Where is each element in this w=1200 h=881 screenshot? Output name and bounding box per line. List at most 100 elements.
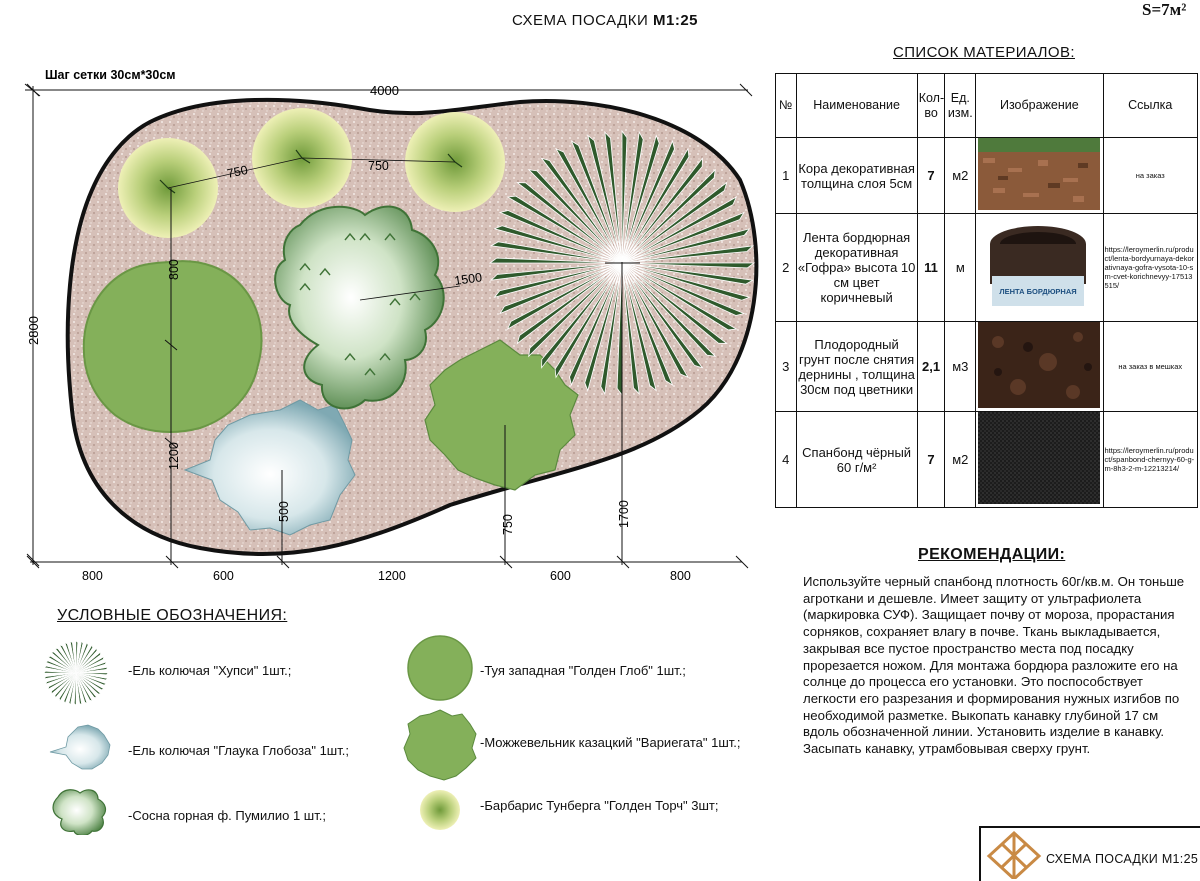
- spruce-needle: [47, 656, 77, 674]
- dim-left-label: 2800: [26, 316, 41, 345]
- row-name: Кора декоративная толщина слоя 5см: [795, 137, 918, 214]
- spruce-needle: [621, 262, 717, 357]
- row-name: Спанбонд чёрный 60 г/м²: [795, 411, 918, 508]
- spruce-needle: [75, 672, 82, 706]
- title-scale: М1:25: [652, 12, 699, 29]
- spruce-needle: [587, 134, 623, 264]
- spruce-needle: [621, 262, 746, 316]
- spruce-needle: [621, 262, 755, 285]
- dim-1700-vertical: 1700: [617, 500, 631, 528]
- row-link[interactable]: на заказ в мешках: [1102, 321, 1199, 412]
- page-title: СХЕМА ПОСАДКИ М1:25: [512, 12, 698, 29]
- spruce-needle: [75, 642, 89, 674]
- spruce-needle: [621, 262, 640, 396]
- border-tape-photo: ЛЕНТА БОРДЮРНАЯ: [975, 213, 1104, 322]
- spruce-needle: [569, 262, 623, 387]
- spruce-needle: [516, 262, 623, 345]
- area-label: S=7м²: [1142, 0, 1187, 19]
- spruce-hoopsii-plant: [488, 129, 756, 397]
- materials-table: № Наименование Кол-во Ед. изм. Изображен…: [775, 73, 1199, 508]
- spruce-needle: [75, 640, 84, 674]
- legend-barberry-icon: [420, 790, 460, 830]
- spruce-needle: [70, 640, 77, 674]
- bark-photo: [975, 137, 1104, 214]
- grid-step-label: Шаг сетки 30см*30см: [45, 68, 176, 82]
- spruce-needle: [45, 660, 77, 674]
- recommendations-text: Используйте черный спанбонд плотность 60…: [803, 574, 1185, 757]
- spruce-needle: [604, 130, 623, 264]
- spruce-needle: [527, 169, 623, 264]
- spruce-needle: [75, 672, 109, 675]
- dim-top-label: 4000: [370, 83, 399, 98]
- col-header-unit: Ед. изм.: [944, 73, 977, 138]
- col-header-number: №: [775, 73, 797, 138]
- lattice-diamond-logo: [986, 830, 1042, 879]
- spruce-needle: [506, 195, 623, 264]
- spruce-needle: [600, 262, 623, 396]
- spruce-needle: [621, 196, 738, 264]
- spruce-needle: [55, 672, 77, 699]
- spruce-needle: [498, 210, 623, 264]
- spruce-needle: [75, 672, 107, 686]
- row-unit: м2: [944, 411, 977, 508]
- pine-pumilio-plant: [274, 205, 445, 410]
- spruce-needle: [570, 140, 623, 264]
- row-link[interactable]: https://leroymerlin.ru/product/spanbond-…: [1102, 411, 1199, 508]
- spruce-needle: [621, 147, 690, 264]
- spruce-needle: [621, 262, 738, 331]
- spruce-needle: [59, 672, 77, 702]
- spruce-needle: [621, 130, 644, 264]
- spruce-needle: [584, 262, 623, 392]
- col-header-image: Изображение: [975, 73, 1104, 138]
- dim-bottom-4: 600: [550, 569, 571, 583]
- spruce-needle: [621, 262, 751, 301]
- spruce-needle: [621, 168, 716, 264]
- legend-label-hoopsii: -Ель колючая "Хупси" 1шт.;: [128, 663, 292, 678]
- dim-bottom-1: 800: [82, 569, 103, 583]
- spruce-needle: [499, 262, 623, 315]
- spruce-needle: [75, 656, 105, 674]
- row-qty: 11: [916, 213, 946, 322]
- dim-1500: 1500: [453, 270, 483, 288]
- spruce-needle: [43, 672, 77, 679]
- spruce-needle: [43, 665, 77, 674]
- spruce-needle: [540, 157, 623, 264]
- tape-label-text: ЛЕНТА БОРДЮРНАЯ: [1000, 287, 1077, 296]
- row-number: 4: [775, 411, 797, 508]
- spruce-needle: [68, 672, 77, 706]
- row-number: 2: [775, 213, 797, 322]
- spruce-needle: [621, 228, 751, 264]
- legend-label-thuja: -Туя западная "Голден Глоб" 1шт.;: [480, 663, 686, 678]
- spruce-needle: [75, 672, 109, 681]
- spruce-needle: [75, 644, 93, 674]
- spruce-needle: [489, 262, 623, 281]
- row-number: 1: [775, 137, 797, 214]
- row-link[interactable]: https://leroymerlin.ru/product/lenta-bor…: [1102, 213, 1199, 322]
- planting-plan: Шаг сетки 30см*30см 4000 2800 750 750: [24, 68, 759, 583]
- spruce-needle: [75, 651, 101, 674]
- col-header-link: Ссылка: [1102, 73, 1199, 138]
- legend-thuja-icon: [407, 635, 473, 701]
- legend-label-glauca: -Ель колючая "Глаука Глобоза" 1шт.;: [128, 743, 349, 758]
- title-block: [979, 826, 1200, 881]
- spruce-needle: [506, 262, 623, 330]
- legend-juniper-icon: [403, 709, 477, 781]
- spruce-needle: [621, 262, 756, 269]
- spruce-needle: [51, 672, 77, 695]
- row-name: Плодородный грунт после снятия дернины ,…: [795, 321, 918, 412]
- legend-glauca-icon: [49, 724, 111, 770]
- spruce-needle: [621, 134, 660, 264]
- spruce-needle: [75, 672, 98, 698]
- spruce-needle: [528, 262, 623, 358]
- spruce-needle: [74, 672, 77, 706]
- stamp-text: СХЕМА ПОСАДКИ М1:25: [1046, 852, 1199, 866]
- spunbond-photo: [975, 411, 1104, 508]
- spruce-needle: [75, 672, 105, 690]
- spruce-needle: [621, 245, 755, 264]
- row-unit: м: [944, 213, 977, 322]
- spruce-needle: [75, 672, 102, 694]
- row-link[interactable]: на заказ: [1102, 137, 1199, 214]
- col-header-name: Наименование: [795, 73, 918, 138]
- materials-title: СПИСОК МАТЕРИАЛОВ:: [893, 44, 1075, 61]
- spruce-needle: [59, 644, 77, 674]
